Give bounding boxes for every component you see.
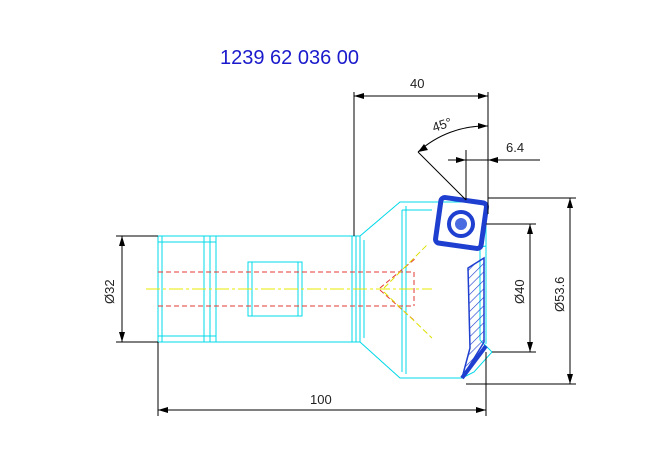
cutting-insert	[433, 195, 489, 380]
dimension-length-top: 40	[353, 76, 489, 236]
dimension-dia-shank: Ø32	[102, 235, 158, 343]
dimension-length-total: 100	[157, 342, 487, 416]
dim-angle-label: 45°	[430, 115, 453, 135]
head-bottom-outline	[359, 341, 462, 379]
dimension-offset: 6.4	[448, 140, 540, 200]
part-number: 1239 62 036 00	[220, 47, 359, 69]
tool-outline	[157, 201, 493, 379]
hidden-bore-lines	[158, 257, 417, 323]
dimension-dia-inner: Ø40	[486, 223, 536, 353]
dimension-angle: 45°	[417, 115, 489, 201]
dim-dia-shank-label: Ø32	[102, 279, 117, 304]
insert-screw-icon	[447, 210, 475, 238]
dim-length-top-label: 40	[410, 76, 424, 91]
coolant-channels	[383, 243, 433, 339]
dim-length-total-label: 100	[310, 392, 332, 407]
dim-dia-outer-label: Ø53.6	[552, 277, 567, 312]
dimension-dia-outer: Ø53.6	[466, 197, 576, 385]
head-top-outline	[359, 201, 466, 237]
dim-dia-inner-label: Ø40	[512, 279, 527, 304]
dim-offset-label: 6.4	[506, 140, 524, 155]
